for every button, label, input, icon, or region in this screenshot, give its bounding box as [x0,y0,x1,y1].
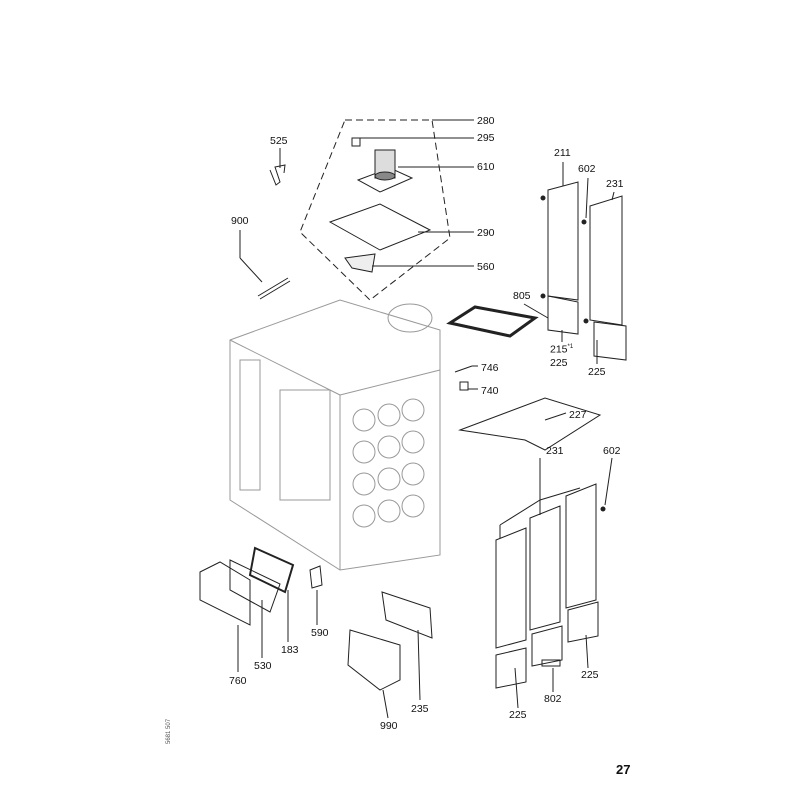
label-530: 530 [254,660,272,672]
label-290: 290 [477,227,495,239]
part-295 [351,137,361,147]
part-183 [248,546,295,594]
page-number: 27 [616,762,631,777]
label-746: 746 [481,362,499,374]
part-610 [356,149,414,193]
part-290 [328,203,432,251]
label-280: 280 [477,115,495,127]
part-227 [458,397,602,451]
label-525: 525 [270,135,288,147]
footnote-marker: *1 [567,344,574,350]
label-802: 802 [544,693,562,705]
part-760 [199,561,251,626]
part-590 [309,565,323,589]
label-227: 227 [569,409,587,421]
drawing-code: 5681 507 [166,718,172,744]
label-235: 235 [411,703,429,715]
label-211: 211 [554,147,571,159]
label-225: 225 [550,357,568,369]
part-740 [459,381,469,391]
part-525 [269,164,286,186]
label-560: 560 [477,261,495,273]
boiler-body [229,299,441,571]
group-280-outline [299,119,451,301]
label-805: 805 [513,290,531,302]
label-231: 231 [606,178,624,190]
part-990 [347,629,401,691]
label-183: 183 [281,644,299,656]
label-215: 215*1 [550,344,573,355]
side-panels-upper [540,181,627,361]
label-900: 900 [231,215,249,227]
label-610: 610 [477,161,495,173]
label-225: 225 [588,366,606,378]
side-panels-lower [495,483,606,689]
part-900 [257,277,291,300]
part-746 [454,365,473,373]
label-215-number: 215 [550,343,568,356]
part-235 [381,591,433,639]
part-560 [344,253,376,273]
label-225: 225 [581,669,599,681]
label-590: 590 [311,627,329,639]
label-602: 602 [603,445,621,457]
label-231: 231 [546,445,564,457]
label-990: 990 [380,720,398,732]
part-530 [229,559,281,613]
label-740: 740 [481,385,499,397]
label-225: 225 [509,709,527,721]
label-602: 602 [578,163,596,175]
label-760: 760 [229,675,247,687]
label-295: 295 [477,132,495,144]
part-805 [446,305,539,338]
